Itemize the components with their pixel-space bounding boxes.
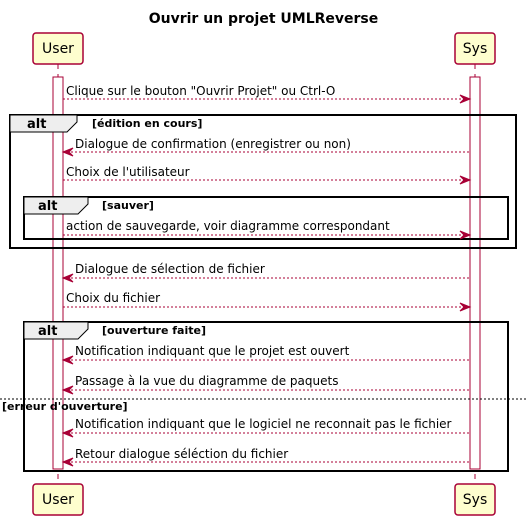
fragment-keyword: alt (38, 324, 57, 339)
message-5: Dialogue de sélection de fichier (61, 262, 470, 283)
fragment-guard: [sauver] (102, 199, 154, 212)
participant-user-label: User (42, 492, 74, 508)
participant-user-label: User (42, 41, 74, 57)
fragment-keyword: alt (38, 199, 57, 214)
diagram-title: Ouvrir un projet UMLReverse (149, 11, 379, 27)
message-6: Choix du fichier (63, 291, 472, 312)
message-label: Notification indiquant que le projet est… (75, 344, 350, 358)
message-7: Notification indiquant que le projet est… (61, 344, 470, 365)
fragment-alt-sauver: alt [sauver] (23, 196, 509, 240)
arrow-left-icon (61, 385, 74, 395)
participant-sys-bottom: Sys (454, 483, 496, 516)
message-label: Choix du fichier (66, 291, 160, 305)
fragment-guard: [ouverture faite] (102, 324, 206, 337)
fragment-else-guard: [erreur d'ouverture] (2, 400, 128, 413)
message-1: Clique sur le bouton "Ouvrir Projet" ou … (63, 84, 472, 104)
arrow-right-icon (459, 94, 472, 104)
arrow-right-icon (459, 302, 472, 312)
fragment-guard: [édition en cours] (92, 117, 202, 130)
participant-user-top: User (32, 32, 84, 65)
message-8: Passage à la vue du diagramme de paquets (61, 374, 470, 395)
arrow-left-icon (61, 457, 74, 467)
activation-user (52, 76, 64, 470)
arrow-left-icon (61, 147, 74, 157)
participant-sys-top: Sys (454, 32, 496, 65)
message-label: Notification indiquant que le logiciel n… (75, 417, 452, 431)
message-label: Passage à la vue du diagramme de paquets (75, 374, 338, 388)
arrow-right-icon (459, 230, 472, 240)
message-label: Choix de l'utilisateur (66, 165, 190, 179)
message-4: action de sauvegarde, voir diagramme cor… (63, 219, 472, 240)
fragment-alt-ouverture: alt [ouverture faite] [erreur d'ouvertur… (0, 321, 527, 472)
message-3: Choix de l'utilisateur (63, 165, 472, 185)
message-label: Clique sur le bouton "Ouvrir Projet" ou … (66, 84, 335, 98)
participant-sys-label: Sys (463, 492, 487, 508)
message-10: Retour dialogue séléction du fichier (61, 447, 470, 467)
message-label: action de sauvegarde, voir diagramme cor… (66, 219, 390, 233)
activation-sys (469, 76, 481, 470)
fragment-alt-edition: alt [édition en cours] (9, 114, 517, 249)
fragment-keyword: alt (27, 117, 46, 132)
participant-sys-label: Sys (463, 41, 487, 57)
message-label: Retour dialogue séléction du fichier (75, 447, 288, 461)
arrow-right-icon (459, 175, 472, 185)
message-label: Dialogue de sélection de fichier (75, 262, 265, 276)
arrow-left-icon (61, 273, 74, 283)
message-label: Dialogue de confirmation (enregistrer ou… (75, 137, 351, 151)
arrow-left-icon (61, 428, 74, 438)
participant-user-bottom: User (32, 483, 84, 516)
arrow-left-icon (61, 355, 74, 365)
message-9: Notification indiquant que le logiciel n… (61, 417, 470, 438)
message-2: Dialogue de confirmation (enregistrer ou… (61, 137, 470, 157)
